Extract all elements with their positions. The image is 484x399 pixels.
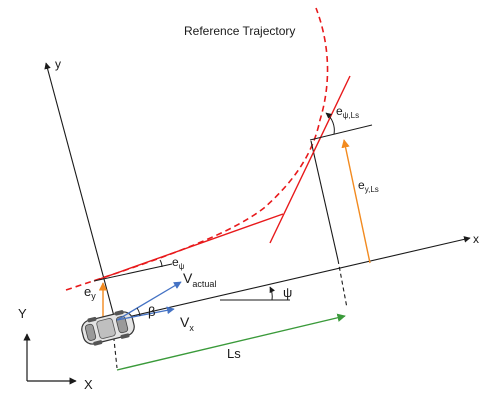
e-y-ls-arrow bbox=[341, 139, 371, 264]
beta-label: β bbox=[148, 304, 155, 319]
e-psi-angle-arc bbox=[159, 259, 163, 268]
car-icon bbox=[81, 310, 135, 346]
body-x-label: x bbox=[473, 232, 479, 246]
vehicle-heading-projection bbox=[93, 263, 173, 282]
lookahead-perpendicular bbox=[310, 140, 339, 261]
e-y-label: ey bbox=[84, 284, 96, 301]
e-psi-ls-label: eψ,Ls bbox=[336, 104, 359, 120]
reference-trajectory-curve bbox=[65, 7, 329, 291]
v-actual-arrow bbox=[116, 281, 182, 321]
psi-angle-arc bbox=[269, 286, 276, 301]
lookahead-drop-dashed bbox=[337, 259, 348, 309]
v-x-arrow bbox=[116, 306, 175, 321]
e-psi-label: eψ bbox=[172, 255, 185, 271]
body-x-axis bbox=[114, 236, 471, 321]
v-actual-label: Vactual bbox=[183, 270, 216, 289]
global-x-label: X bbox=[84, 377, 93, 392]
e-y-ls-label: ey,Ls bbox=[358, 178, 379, 194]
body-y-axis bbox=[44, 62, 116, 321]
tangent-at-vehicle bbox=[93, 213, 284, 282]
tangent-at-lookahead bbox=[269, 75, 351, 244]
vehicle-drop-dashed bbox=[112, 329, 118, 369]
body-y-label: y bbox=[55, 57, 61, 71]
diagram-title: Reference Trajectory bbox=[184, 24, 295, 38]
lookahead-distance-arrow bbox=[116, 313, 346, 371]
beta-angle-arc bbox=[136, 307, 141, 317]
e-psi-ls-angle-arc bbox=[325, 112, 335, 135]
body-frame: x y bbox=[44, 57, 479, 321]
v-x-label: Vx bbox=[180, 314, 194, 333]
global-frame: X Y bbox=[18, 306, 93, 392]
psi-label: ψ bbox=[283, 285, 292, 300]
global-y-label: Y bbox=[18, 306, 27, 321]
ls-label: Ls bbox=[227, 346, 241, 361]
lookahead-heading-line bbox=[309, 124, 373, 141]
